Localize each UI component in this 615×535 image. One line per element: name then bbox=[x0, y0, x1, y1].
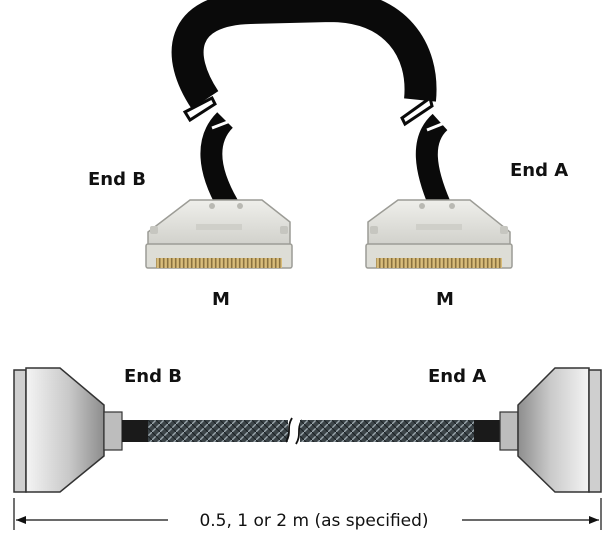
cable-stub-a bbox=[415, 113, 451, 210]
hood-end-a bbox=[499, 367, 602, 493]
photo-gender-a-label: M bbox=[436, 289, 454, 310]
braided-cable-right bbox=[300, 420, 474, 442]
cable-stub-b-cut bbox=[211, 116, 239, 130]
cable-stub-a-cut bbox=[426, 118, 453, 132]
length-dimension-label: 0.5, 1 or 2 m (as specified) bbox=[199, 511, 428, 531]
cable-break-mark bbox=[285, 417, 303, 445]
cable-stub-b bbox=[200, 112, 238, 211]
cable-cut-right bbox=[400, 95, 434, 127]
line-drawing: End B End A 0.5, 1 or 2 m (as specified) bbox=[13, 366, 602, 531]
photo-assembly: End B End A M M bbox=[88, 0, 568, 310]
drawing-end-a-label: End A bbox=[428, 366, 486, 387]
cable-loop bbox=[171, 0, 437, 109]
drawing-end-b-label: End B bbox=[124, 366, 182, 387]
boot-end-a bbox=[474, 420, 500, 442]
connector-end-a bbox=[365, 199, 513, 269]
connector-end-b bbox=[145, 199, 293, 269]
hood-end-b bbox=[13, 367, 123, 493]
photo-gender-b-label: M bbox=[212, 289, 230, 310]
length-dimension: 0.5, 1 or 2 m (as specified) bbox=[13, 498, 602, 531]
braided-cable-left bbox=[148, 420, 288, 442]
photo-end-b-label: End B bbox=[88, 169, 146, 190]
cable-cut-left bbox=[182, 95, 217, 123]
boot-end-b bbox=[122, 420, 148, 442]
photo-end-a-label: End A bbox=[510, 160, 568, 181]
